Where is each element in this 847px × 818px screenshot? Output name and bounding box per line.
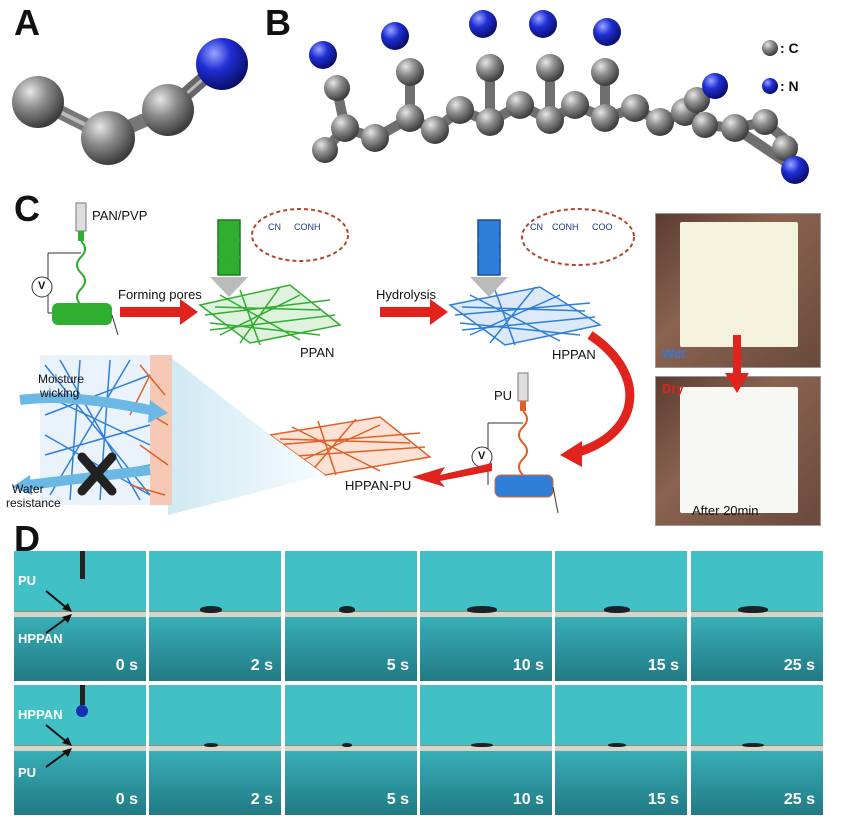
hppan-label: HPPAN (552, 347, 596, 362)
curved-arrow (573, 331, 635, 458)
timelapse-frame: 2 s (149, 551, 281, 681)
legend-nitrogen-swatch (762, 78, 778, 94)
wicking-arrow (19, 393, 151, 415)
droplet (471, 743, 493, 747)
after-label: After 20min (692, 503, 759, 518)
timelapse-frame: 10 s (420, 685, 552, 815)
time-label: 10 s (512, 657, 544, 674)
ppan-group-bubble (251, 208, 349, 262)
droplet (738, 606, 768, 613)
dry-label: Dry (662, 381, 684, 396)
ppan-conh-label: CONH (294, 222, 321, 232)
droplet (467, 606, 497, 613)
timelapse-frame: 15 s (555, 685, 687, 815)
panel-label-c: C (14, 188, 40, 229)
carbon-atom (12, 76, 64, 128)
ppan-mat (198, 219, 342, 346)
cross-section (12, 355, 172, 505)
time-label: 0 s (115, 657, 138, 674)
fabrication-schematic (12, 202, 635, 515)
time-label: 0 s (115, 791, 138, 808)
hppan-coo-label: COO (592, 222, 613, 232)
droplet (342, 743, 352, 747)
droplet (339, 606, 355, 613)
timelapse-frame: 5 s (285, 551, 417, 681)
hppan-pu-label: HPPAN-PU (345, 478, 412, 493)
pointer-arrow-icon (45, 590, 72, 634)
ppan-label: PPAN (300, 345, 335, 360)
panel-label-b: B (265, 2, 291, 43)
legend-carbon-swatch (762, 40, 778, 56)
hppan-conh-label: CONH (552, 222, 579, 232)
hppan-group-bubble (521, 208, 635, 266)
time-label: 15 s (647, 791, 679, 808)
droplet (608, 743, 626, 747)
timelapse-frame: 25 s (691, 685, 823, 815)
panel-label-a: A (14, 2, 40, 43)
monomer-molecule (12, 38, 248, 165)
legend-nitrogen-label: : N (780, 78, 799, 94)
polymer-chain (309, 10, 809, 184)
layer-top-label: HPPAN (18, 707, 63, 722)
resistance-label: resistance (6, 496, 61, 510)
pointer-arrow-icon (45, 724, 72, 768)
droplet (76, 705, 88, 717)
moisture-label: Moisture (38, 372, 85, 386)
time-label: 25 s (783, 791, 815, 808)
needle (80, 685, 85, 705)
timelapse-frame: HPPAN PU 0 s (14, 685, 146, 815)
droplet (604, 606, 630, 613)
wicking-label: wicking (40, 386, 80, 400)
hydrolysis-label: Hydrolysis (376, 287, 436, 302)
timelapse-frame: 5 s (285, 685, 417, 815)
timelapse-frame: PU HPPAN 0 s (14, 551, 146, 681)
time-label: 2 s (250, 657, 273, 674)
time-label: 15 s (647, 657, 679, 674)
electrospinning-setup-1 (31, 202, 119, 336)
droplet (200, 606, 222, 613)
time-label: 5 s (386, 657, 409, 674)
wet-label: Wet (662, 346, 686, 361)
hppan-cn-label: CN (530, 222, 543, 232)
ppan-cn-label: CN (268, 222, 281, 232)
nitrogen-atom (196, 38, 248, 90)
timelapse-frame: 15 s (555, 551, 687, 681)
wet-photo: Wet (655, 213, 821, 368)
forming-pores-label: Forming pores (118, 287, 202, 302)
timelapse-frame: 10 s (420, 551, 552, 681)
voltage-label-2: V (478, 450, 486, 462)
pu-label: PU (494, 388, 513, 403)
layer-top-label: PU (18, 573, 37, 588)
block-cross-icon (77, 452, 117, 496)
hydrolysis-arrow (380, 299, 448, 325)
water-label: Water (12, 482, 44, 496)
time-label: 25 s (783, 657, 815, 674)
time-label: 2 s (250, 791, 273, 808)
droplet (204, 743, 218, 747)
dry-photo: Dry After 20min (655, 376, 821, 526)
electrospinning-setup-2 (471, 372, 559, 514)
carbon-atom (81, 111, 135, 165)
hppan-pu-mat (268, 416, 432, 476)
legend-carbon-label: : C (780, 40, 799, 56)
needle (80, 551, 85, 579)
timelapse-frame: 2 s (149, 685, 281, 815)
hppan-mat (448, 219, 602, 346)
carbon-atom (142, 84, 194, 136)
to-hppan-pu-arrow (412, 463, 492, 487)
timelapse-frame: 25 s (691, 551, 823, 681)
pan-pvp-label: PAN/PVP (92, 208, 148, 223)
layer-bottom-label: PU (18, 765, 37, 780)
forming-pores-arrow (120, 299, 198, 325)
layer-bottom-label: HPPAN (18, 631, 63, 646)
droplet (742, 743, 764, 747)
voltage-label-1: V (38, 280, 46, 292)
time-label: 5 s (386, 791, 409, 808)
time-label: 10 s (512, 791, 544, 808)
wet-to-dry-arrow (725, 335, 749, 393)
